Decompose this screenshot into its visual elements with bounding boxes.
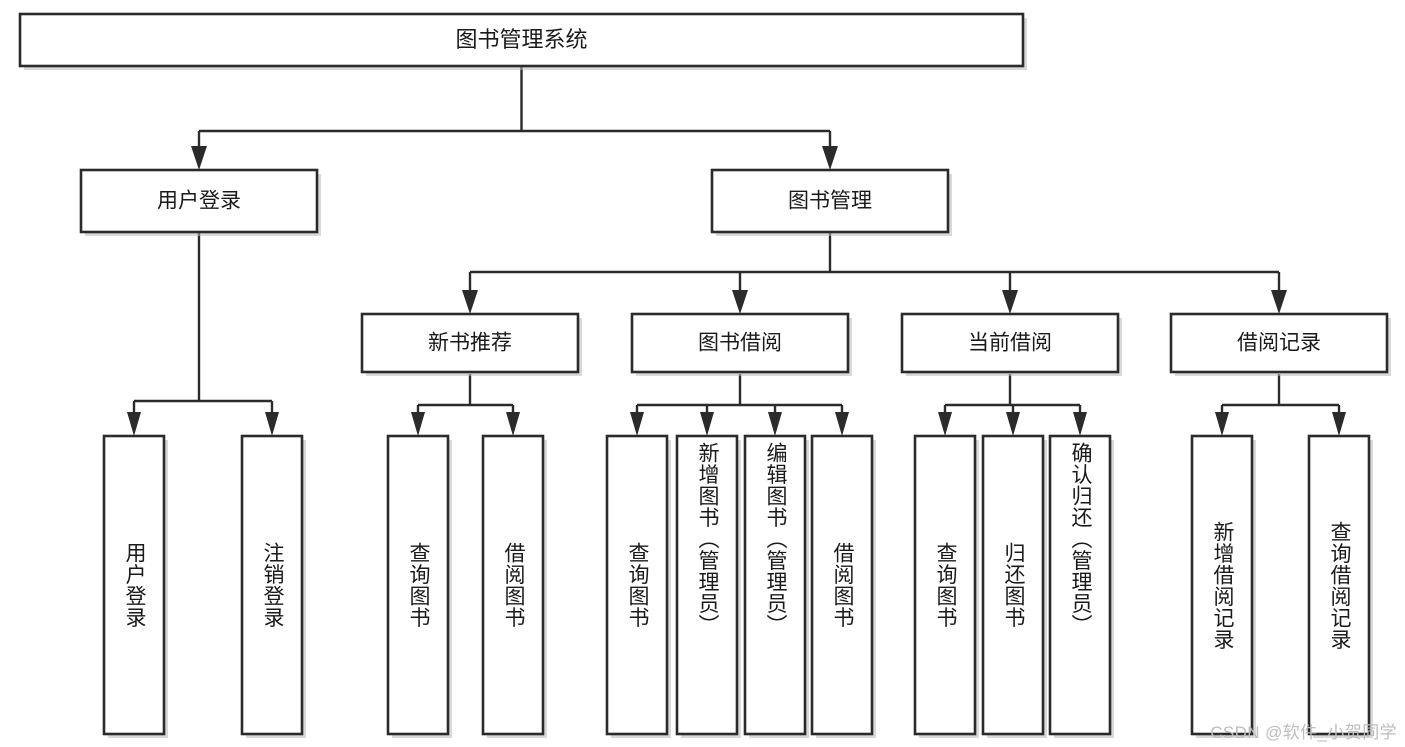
node-leaf-user-login[interactable]: [102, 434, 166, 736]
node-user-login-label: 用户登录: [157, 190, 241, 213]
node-root-label: 图书管理系统: [455, 27, 587, 52]
arrow-head-leaf-add-record: [1215, 412, 1229, 436]
node-leaf-edit-book[interactable]: [743, 434, 807, 736]
arrow-head-leaf-query-book-1: [411, 412, 425, 436]
node-current-borrow-label: 当前借阅: [968, 332, 1052, 355]
node-leaf-query-book-1[interactable]: [386, 434, 450, 736]
node-leaf-add-book[interactable]: [675, 434, 739, 736]
node-leaf-borrow-book-1[interactable]: [481, 434, 545, 736]
node-borrow-record-label: 借阅记录: [1237, 332, 1321, 355]
node-leaf-query-book-2[interactable]: [605, 434, 669, 736]
connector-layer: [127, 66, 1346, 436]
arrow-head-user-login: [191, 146, 207, 170]
arrow-head-new-book-rec: [462, 290, 478, 314]
node-leaf-user-logout[interactable]: [240, 434, 304, 736]
node-book-borrow-label: 图书借阅: [698, 332, 782, 355]
node-root[interactable]: [18, 12, 1025, 68]
node-book-borrow[interactable]: [630, 312, 850, 374]
arrow-head-leaf-borrow-book-1: [506, 412, 520, 436]
node-borrow-record[interactable]: [1169, 312, 1389, 374]
csdn-watermark: CSDN @软件_小贺同学: [1210, 723, 1397, 742]
arrow-head-leaf-user-logout: [265, 412, 279, 436]
node-leaf-borrow-book-2[interactable]: [810, 434, 874, 736]
arrow-head-leaf-return-book: [1006, 412, 1020, 436]
node-book-manage[interactable]: [710, 168, 950, 234]
node-new-book-rec-label: 新书推荐: [428, 332, 512, 355]
arrow-head-borrow-record: [1271, 290, 1287, 314]
arrow-head-book-borrow: [732, 290, 748, 314]
node-leaf-query-record[interactable]: [1307, 434, 1371, 736]
arrow-head-leaf-confirm-return: [1073, 412, 1087, 436]
node-new-book-rec[interactable]: [360, 312, 580, 374]
node-layer: 图书管理系统 用户登录 图书管理 新书推荐 图书借阅 当前借阅 借阅记录: [18, 12, 1391, 738]
node-leaf-add-record[interactable]: [1190, 434, 1254, 736]
arrow-head-leaf-user-login: [127, 412, 141, 436]
arrow-head-leaf-borrow-book-2: [835, 412, 849, 436]
node-current-borrow[interactable]: [900, 312, 1120, 374]
arrow-head-leaf-edit-book: [768, 412, 782, 436]
arrow-head-book-manage: [822, 146, 838, 170]
arrow-head-leaf-add-book: [700, 412, 714, 436]
arrow-head-leaf-query-book-3: [938, 412, 952, 436]
arrow-head-leaf-query-record: [1332, 412, 1346, 436]
node-leaf-query-book-3[interactable]: [913, 434, 977, 736]
node-book-manage-label: 图书管理: [788, 190, 872, 213]
node-user-login[interactable]: [79, 168, 319, 234]
node-leaf-return-book[interactable]: [981, 434, 1045, 736]
arrow-head-leaf-query-book-2: [630, 412, 644, 436]
arrow-head-current-borrow: [1002, 290, 1018, 314]
node-leaf-confirm-return[interactable]: [1048, 434, 1112, 736]
